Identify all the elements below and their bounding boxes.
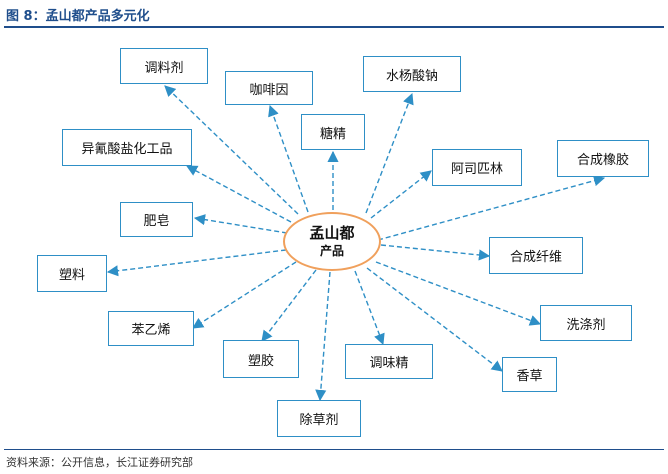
- product-box-synthetic-rubber: 合成橡胶: [557, 140, 649, 177]
- product-box-isocyanate: 异氰酸盐化工品: [62, 129, 192, 166]
- product-box-seasoning: 调料剂: [120, 48, 208, 84]
- figure-title: 图 8：孟山都产品多元化: [6, 9, 150, 24]
- dashed-arrow: [315, 271, 331, 402]
- dashed-arrow: [164, 85, 299, 215]
- product-box-synthetic-fiber: 合成纤维: [489, 237, 583, 274]
- product-label: 苯乙烯: [131, 323, 171, 338]
- dashed-arrow: [193, 214, 288, 234]
- product-label: 水杨酸钠: [385, 68, 438, 84]
- product-box-sodium-salicylate: 水杨酸钠: [363, 56, 461, 92]
- dashed-arrow: [354, 270, 385, 346]
- product-box-msg: 调味精: [345, 344, 433, 379]
- product-box-vanilla: 香草: [502, 357, 557, 392]
- dashed-arrow: [365, 92, 414, 214]
- product-label: 洗涤剂: [566, 317, 606, 333]
- dashed-arrow: [366, 267, 503, 372]
- dashed-arrow: [375, 261, 542, 326]
- dashed-arrow: [377, 175, 606, 241]
- center-label-products: 产品: [319, 244, 344, 258]
- product-label: 塑胶: [247, 353, 274, 369]
- dashed-arrow: [106, 249, 287, 277]
- dashed-arrow: [268, 104, 309, 213]
- product-box-aspirin: 阿司匹林: [432, 149, 522, 186]
- product-label: 塑料: [58, 268, 85, 283]
- product-label: 咖啡因: [249, 82, 289, 98]
- product-label: 合成纤维: [509, 250, 562, 265]
- product-label: 异氰酸盐化工品: [81, 142, 173, 157]
- product-label: 合成橡胶: [576, 153, 629, 168]
- dashed-arrow: [370, 170, 432, 219]
- product-label: 除草剂: [299, 413, 339, 428]
- title-rule: [4, 26, 664, 28]
- product-box-herbicide: 除草剂: [277, 400, 361, 437]
- dashed-arrow: [261, 269, 317, 342]
- source-note: 资料来源：公开信息，长江证券研究部: [6, 456, 193, 469]
- product-box-saccharin: 糖精: [301, 114, 365, 150]
- product-box-soap: 肥皂: [120, 202, 193, 237]
- dashed-arrow: [186, 165, 292, 223]
- footer-rule: [4, 449, 664, 450]
- product-label: 调料剂: [144, 60, 184, 76]
- product-box-plastic: 塑料: [37, 255, 107, 292]
- center-label-company: 孟山都: [309, 224, 355, 242]
- dashed-arrow: [380, 244, 491, 261]
- product-label: 阿司匹林: [450, 162, 503, 177]
- product-box-styrene: 苯乙烯: [108, 311, 194, 346]
- product-label: 糖精: [319, 126, 346, 142]
- product-box-plastics: 塑胶: [223, 340, 299, 378]
- product-label: 肥皂: [143, 214, 170, 229]
- product-box-caffeine: 咖啡因: [225, 71, 313, 105]
- product-label: 调味精: [369, 356, 409, 371]
- monsanto-center-node: 孟山都 产品: [283, 212, 381, 271]
- dashed-arrow: [192, 261, 297, 329]
- product-box-detergent: 洗涤剂: [540, 305, 632, 341]
- product-label: 香草: [516, 369, 543, 384]
